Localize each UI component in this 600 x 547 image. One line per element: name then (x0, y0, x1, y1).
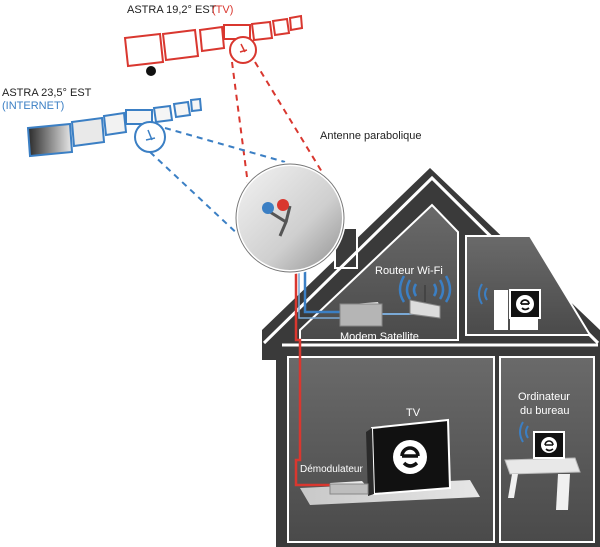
modem-label: Modem Satellite (340, 331, 419, 343)
tv-e-logo-glyph (400, 446, 420, 468)
internet-sat-panel (172, 100, 192, 119)
router-label: Routeur Wi-Fi (375, 265, 443, 277)
lnb-tv-icon (277, 199, 289, 211)
tv-satellite-service: (TV) (212, 4, 233, 16)
dish-reflector (234, 162, 346, 274)
desk-leg (556, 474, 570, 510)
attic-wifi-icon (478, 283, 488, 305)
tv-sat-panel (161, 28, 200, 62)
tv-signal-beams (231, 61, 323, 201)
office-label-line2: du bureau (520, 405, 570, 417)
internet-signal-beams (149, 127, 286, 239)
dish-rim (235, 163, 345, 273)
tv-beam-left (231, 61, 251, 201)
modem-box (339, 303, 383, 327)
attic-monitor-side (494, 290, 508, 330)
internet-beam-upper (164, 127, 286, 163)
modem-satellite (339, 302, 383, 327)
demodulator-box (329, 481, 369, 495)
demodulator-label: Démodulateur (300, 464, 363, 475)
house (262, 168, 600, 547)
internet-coax-cable (303, 270, 340, 314)
tv-label: TV (406, 407, 421, 419)
attic-computer (478, 283, 541, 330)
internet-satellite-name: ASTRA 23,5° EST (2, 87, 92, 99)
demod-body (329, 483, 369, 495)
internet-beam-lower (149, 151, 243, 239)
router-wifi-icon (398, 275, 452, 303)
tv-satellite-name: ASTRA 19,2° EST (127, 4, 217, 16)
lnb-internet-icon (262, 202, 274, 214)
office-e-logo-glyph (544, 440, 554, 452)
tv-coax-cable (294, 258, 340, 487)
desk-leg (508, 474, 518, 498)
router-body (409, 299, 441, 319)
antenna-label: Antenne parabolique (320, 130, 422, 142)
internet-coax-cable-2 (298, 270, 342, 319)
internet-sat-feed (145, 129, 156, 141)
office-computer (504, 421, 581, 510)
tv-satellite (123, 14, 304, 68)
tv-sat-dish (229, 36, 257, 64)
desk-top (504, 457, 581, 475)
internet-satellite-service: (INTERNET) (2, 100, 64, 112)
internet-sat-panel (189, 97, 203, 113)
television (300, 418, 480, 505)
tv-sat-feed (239, 43, 248, 53)
internet-satellite (26, 97, 203, 158)
internet-sat-panel (26, 122, 74, 158)
tv-sat-panel (250, 20, 274, 42)
internet-sat-body (125, 109, 153, 125)
internet-sat-panel (102, 111, 128, 137)
tv-sat-panel (198, 25, 226, 53)
office-wifi-icon (519, 421, 529, 443)
cables (294, 258, 416, 487)
tv-sat-panel (288, 14, 304, 32)
tv-sat-panel (123, 32, 165, 68)
satellite-dish (234, 162, 346, 274)
office-label-line1: Ordinateur (518, 391, 570, 403)
internet-sat-panel (70, 116, 106, 148)
e-logo-glyph (520, 299, 530, 311)
internet-sat-panel (152, 104, 174, 124)
shadow-dot (146, 66, 156, 76)
tv-side (366, 428, 374, 496)
dish-arm (269, 205, 292, 237)
tv-sat-panel (271, 17, 291, 37)
wifi-router (398, 275, 452, 319)
